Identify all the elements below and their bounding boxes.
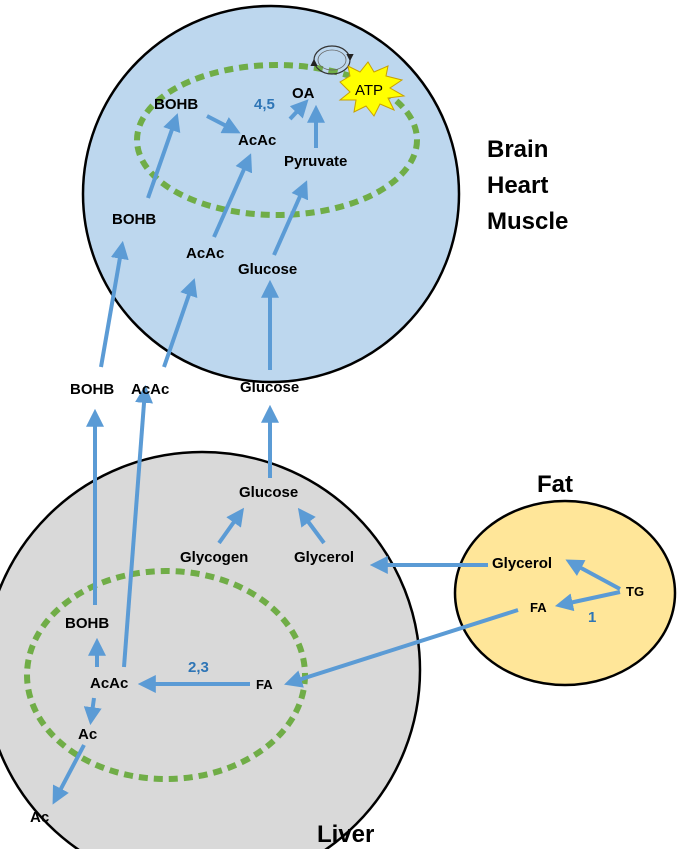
muscle-title-line-2: Heart (487, 172, 548, 199)
arrow-acac-to-oa (288, 99, 309, 121)
fat-fa: FA (530, 600, 547, 615)
muscle-title-line-3: Muscle (487, 208, 568, 235)
arrow-glycogen-to-glucose (217, 507, 245, 545)
arrow-blood-acac-to-muscle (162, 278, 198, 368)
muscle-glucose: Glucose (238, 261, 297, 278)
liver-ac: Ac (78, 726, 97, 743)
arrow-glycerol-to-glucose (297, 507, 326, 545)
fat-glycerol: Glycerol (492, 555, 552, 572)
muscle-acac-inner: AcAc (238, 132, 276, 149)
arrow-liver-acac-to-blood (122, 384, 154, 668)
step-4-5: 4,5 (254, 96, 275, 113)
liver-acac: AcAc (90, 675, 128, 692)
liver-mitochondrion (24, 568, 308, 782)
arrow-ac-to-outside (52, 744, 86, 805)
step-1: 1 (588, 609, 596, 626)
arrows (52, 99, 621, 805)
atp-label: ATP (355, 82, 383, 99)
muscle-pyruvate: Pyruvate (284, 153, 347, 170)
arrow-blood-bohb-to-muscle (99, 240, 129, 368)
arrow-bohb-outer-to-inner (146, 113, 181, 199)
muscle-bohb-inner: BOHB (154, 96, 198, 113)
arrow-tg-to-fa (554, 590, 621, 612)
fat-tg: TG (626, 584, 644, 599)
muscle-oa: OA (292, 85, 315, 102)
liver-glycogen: Glycogen (180, 549, 248, 566)
arrow-acac-to-ac (83, 697, 102, 726)
ac-out: Ac (30, 809, 49, 826)
blood-glucose: Glucose (240, 379, 299, 396)
tca-cycle-icon (310, 45, 354, 75)
atp-burst-icon (338, 61, 406, 117)
step-2-3: 2,3 (188, 659, 209, 676)
fat-title: Fat (537, 471, 573, 498)
muscle-bohb-outer: BOHB (112, 211, 156, 228)
fat-compartment (453, 499, 677, 687)
arrow-bohb-to-acac-inner (206, 114, 241, 134)
liver-fa: FA (256, 677, 273, 692)
liver-glucose: Glucose (239, 484, 298, 501)
arrow-acac-outer-to-inner (212, 153, 253, 238)
liver-compartment (0, 450, 422, 849)
liver-title: Liver (317, 821, 374, 848)
arrow-tg-to-glycerol (565, 559, 621, 591)
liver-bohb: BOHB (65, 615, 109, 632)
arrow-fat-fa-to-liver (284, 608, 519, 688)
liver-glycerol: Glycerol (294, 549, 354, 566)
blood-acac: AcAc (131, 381, 169, 398)
muscle-title-line-1: Brain (487, 136, 548, 163)
muscle-mitochondrion (134, 62, 420, 218)
blood-bohb: BOHB (70, 381, 114, 398)
arrow-glucose-to-pyruvate (272, 180, 309, 256)
muscle-acac-outer: AcAc (186, 245, 224, 262)
